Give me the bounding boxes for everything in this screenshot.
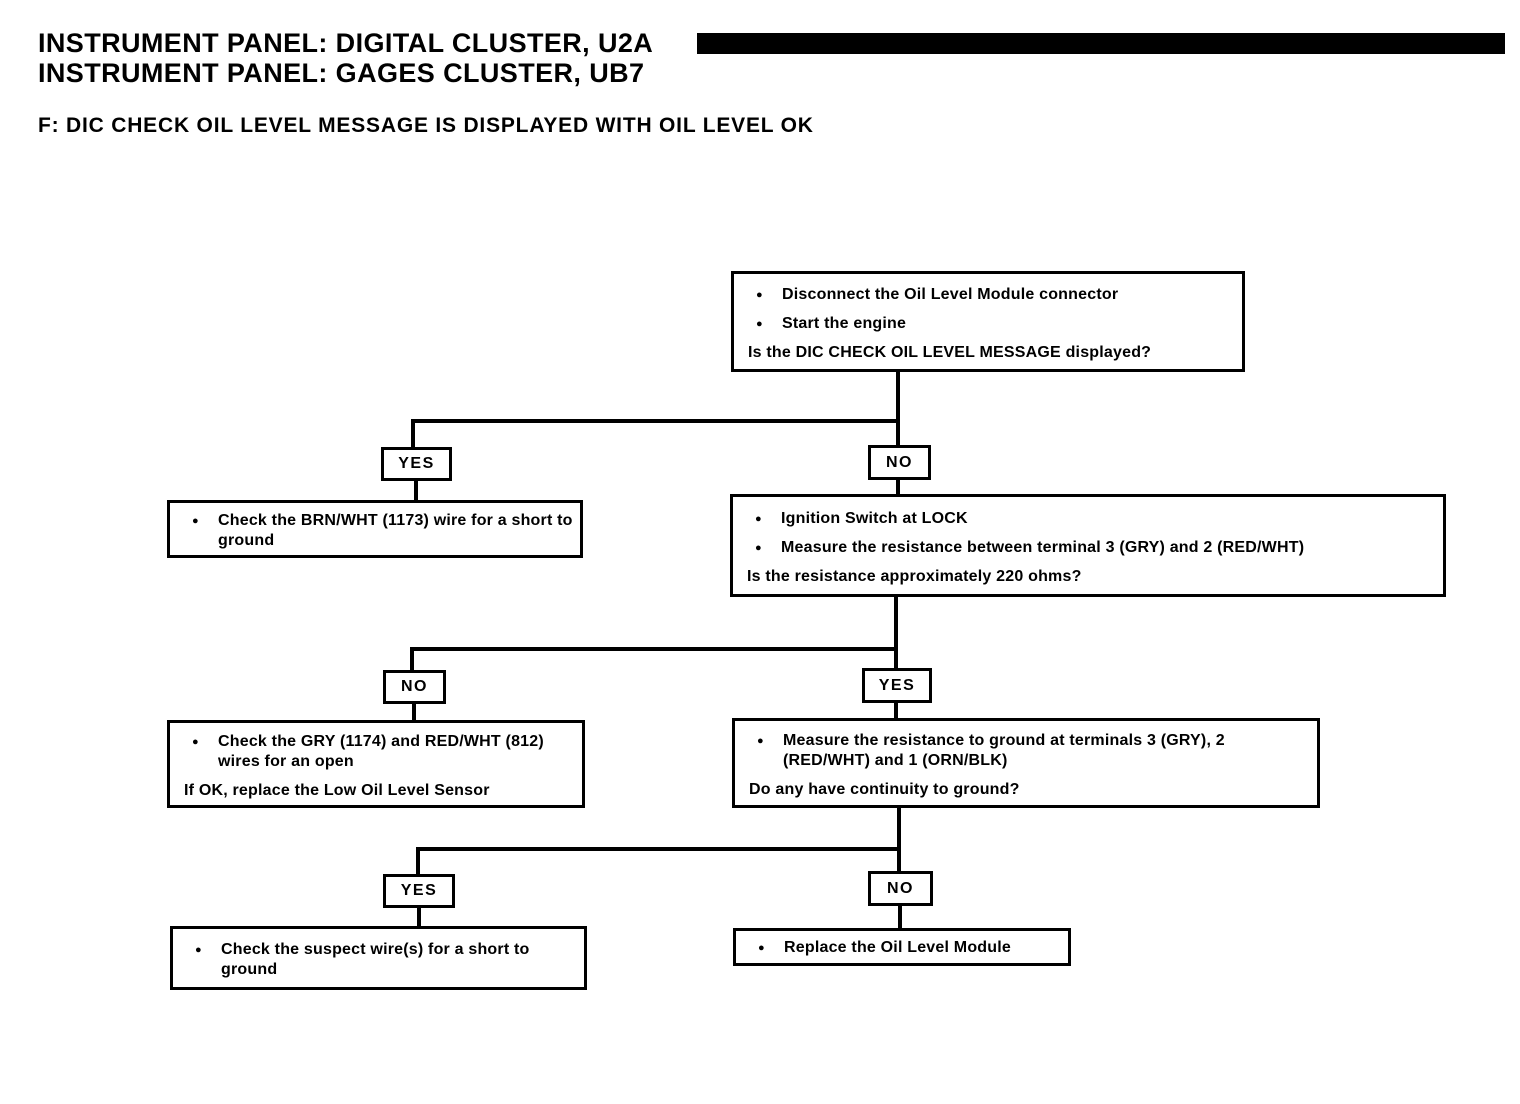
decision-step: ● Measure the resistance to ground at te… [735, 731, 1317, 771]
decision-box-resistance-220: ● Ignition Switch at LOCK ● Measure the … [730, 494, 1446, 597]
bullet-icon: ● [195, 944, 202, 956]
decision-box-continuity-ground: ● Measure the resistance to ground at te… [732, 718, 1320, 808]
step-text: Check the BRN/WHT (1173) wire for a shor… [218, 512, 573, 549]
action-box-check-brn-wht: ● Check the BRN/WHT (1173) wire for a sh… [167, 500, 583, 558]
decision-box-dic-message: ● Disconnect the Oil Level Module connec… [731, 271, 1245, 372]
bullet-icon: ● [755, 513, 762, 525]
action-step: ● Check the suspect wire(s) for a short … [173, 940, 584, 980]
decision-question: Do any have continuity to ground? [749, 781, 1020, 798]
action-note: If OK, replace the Low Oil Level Sensor [184, 782, 490, 799]
step-text: Replace the Oil Level Module [784, 939, 1011, 956]
step-text: Check the GRY (1174) and RED/WHT (812) w… [218, 733, 544, 770]
step-text: Ignition Switch at LOCK [781, 510, 968, 527]
branch-label-yes-2: YES [862, 668, 932, 703]
decision-step: ● Start the engine [734, 314, 1242, 334]
page-title-line2: INSTRUMENT PANEL: GAGES CLUSTER, UB7 [38, 58, 645, 88]
action-box-replace-module: ● Replace the Oil Level Module [733, 928, 1071, 966]
action-step: ● Check the GRY (1174) and RED/WHT (812)… [170, 732, 582, 772]
decision-question: Is the DIC CHECK OIL LEVEL MESSAGE displ… [748, 344, 1152, 361]
step-text: Measure the resistance between terminal … [781, 539, 1305, 556]
decision-step: ● Ignition Switch at LOCK [733, 509, 1443, 529]
decision-question: Is the resistance approximately 220 ohms… [747, 568, 1082, 585]
decision-step: ● Disconnect the Oil Level Module connec… [734, 285, 1242, 305]
branch-label-yes-1: YES [381, 447, 452, 481]
step-text: Start the engine [782, 315, 907, 332]
branch-label-no-2: NO [383, 670, 446, 704]
decision-step: ● Measure the resistance between termina… [733, 538, 1443, 558]
action-step: ● Check the BRN/WHT (1173) wire for a sh… [170, 511, 580, 551]
page-title-line1: INSTRUMENT PANEL: DIGITAL CLUSTER, U2A [38, 28, 654, 58]
action-step: ● Replace the Oil Level Module [736, 938, 1068, 958]
bullet-icon: ● [755, 542, 762, 554]
bullet-icon: ● [756, 318, 763, 330]
branch-label-no-3: NO [868, 871, 933, 906]
bullet-icon: ● [757, 735, 764, 747]
section-title: F: DIC CHECK OIL LEVEL MESSAGE IS DISPLA… [38, 114, 814, 137]
bullet-icon: ● [192, 736, 199, 748]
redaction-bar [697, 33, 1505, 54]
step-text: Disconnect the Oil Level Module connecto… [782, 286, 1119, 303]
step-text: Measure the resistance to ground at term… [783, 732, 1225, 769]
step-text: Check the suspect wire(s) for a short to… [221, 941, 530, 978]
bullet-icon: ● [758, 942, 765, 954]
bullet-icon: ● [192, 515, 199, 527]
action-box-check-suspect-wires: ● Check the suspect wire(s) for a short … [170, 926, 587, 990]
branch-label-no-1: NO [868, 445, 931, 480]
branch-label-yes-3: YES [383, 874, 455, 908]
action-box-check-gry-redwht: ● Check the GRY (1174) and RED/WHT (812)… [167, 720, 585, 808]
bullet-icon: ● [756, 289, 763, 301]
